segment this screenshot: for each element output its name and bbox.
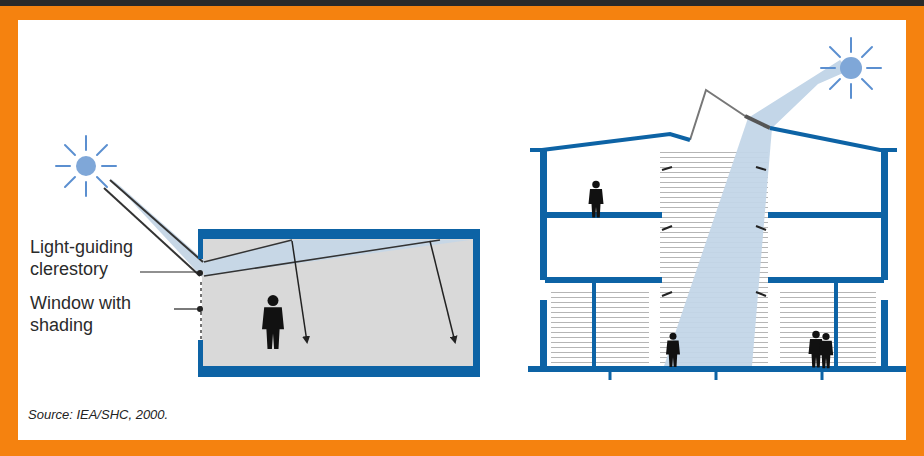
source-note: Source: IEA/SHC, 2000. <box>28 407 428 422</box>
part-label: Light-guiding clerestory <box>30 236 180 280</box>
part-label: Window with shading <box>30 292 180 336</box>
atrium-building <box>528 38 906 380</box>
